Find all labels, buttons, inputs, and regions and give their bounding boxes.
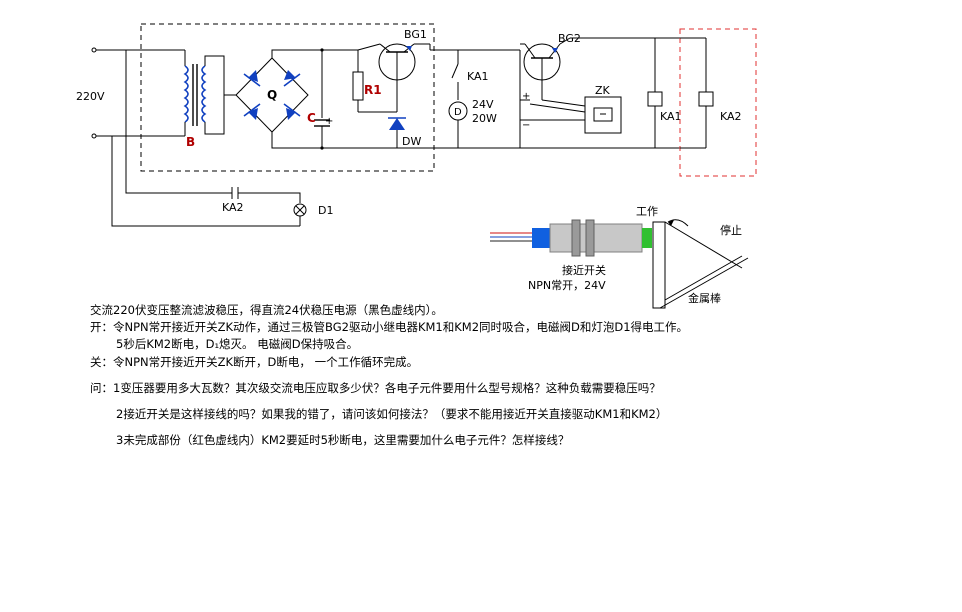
label-sensor-plus: +: [522, 91, 530, 102]
question-1: 问：1变压器要用多大瓦数？其次级交流电压应取多少伏？各电子元件要用什么型号规格？…: [90, 381, 661, 395]
label-valve-24v: 24V: [472, 98, 494, 111]
label-bridge-q: Q: [267, 88, 277, 102]
label-sensor-minus: −: [522, 120, 530, 131]
sensor-cable-end: [532, 228, 550, 248]
transformer: B: [183, 50, 236, 149]
label-sensor-spec: NPN常开，24V: [528, 279, 606, 292]
label-stop: 停止: [720, 223, 742, 237]
label-lamp-d1: D1: [318, 204, 333, 217]
sensor-head: [642, 228, 652, 248]
label-metal-rod: 金属棒: [688, 291, 721, 305]
label-resistor-r1: R1: [364, 83, 382, 97]
valve-branch: KA1 D 24V 20W: [448, 50, 497, 148]
sensor-zk-block: ZK + −: [520, 84, 622, 134]
label-sensor-zk: ZK: [595, 84, 611, 97]
label-valve-20w: 20W: [472, 112, 497, 125]
resistor-r1: R1: [330, 49, 382, 112]
zener-dw: DW: [330, 80, 520, 149]
label-ka1-contact: KA1: [467, 70, 489, 83]
transistor-bg2: BG2: [519, 32, 655, 148]
power-supply-box: [140, 23, 435, 172]
lamp-branch: KA2 D1: [111, 50, 333, 227]
label-transformer-b: B: [186, 135, 195, 149]
label-ka2-contact: KA2: [222, 201, 244, 214]
text-line-4: 关：令NPN常开接近开关ZK断开，D断电， 一个工作循环完成。: [90, 355, 419, 369]
bridge-rectifier: Q: [235, 49, 330, 149]
label-bg2: BG2: [558, 32, 581, 45]
label-220v: 220V: [76, 90, 105, 103]
sensor-illustration: 接近开关 NPN常开，24V 工作 停止 金属棒: [490, 205, 749, 309]
text-line-1: 交流220伏变压整流滤波稳压，得直流24伏稳压电源（黑色虚线内）。: [90, 303, 443, 317]
ac-input: 220V: [76, 47, 185, 139]
label-valve-d: D: [454, 107, 462, 118]
label-proximity-switch: 接近开关: [562, 263, 606, 277]
question-3: 3未完成部份（红色虚线内）KM2要延时5秒断电，这里需要加什么电子元件？怎样接线…: [116, 433, 570, 447]
label-work: 工作: [636, 205, 658, 218]
label-ka1-coil: KA1: [660, 110, 682, 123]
label-bg1: BG1: [404, 28, 427, 41]
label-capacitor-plus: +: [325, 116, 333, 127]
question-2: 2接近开关是这样接线的吗？如果我的错了，请问该如何接法？（要求不能用接近开关直接…: [116, 407, 668, 421]
capacitor: C +: [307, 48, 333, 150]
ka2-timer-box: KA2: [679, 28, 757, 177]
relay-coil-ka1: KA1: [520, 37, 682, 149]
text-line-2: 开：令NPN常开接近开关ZK动作，通过三极管BG2驱动小继电器KM1和KM2同时…: [90, 320, 689, 334]
transistor-bg1: BG1: [357, 28, 520, 81]
label-ka2-coil: KA2: [720, 110, 742, 123]
text-line-3: 5秒后KM2断电，D₁熄灭。 电磁阀D保持吸合。: [116, 337, 359, 351]
label-capacitor-c: C: [307, 111, 316, 125]
label-zener-dw: DW: [402, 135, 421, 148]
